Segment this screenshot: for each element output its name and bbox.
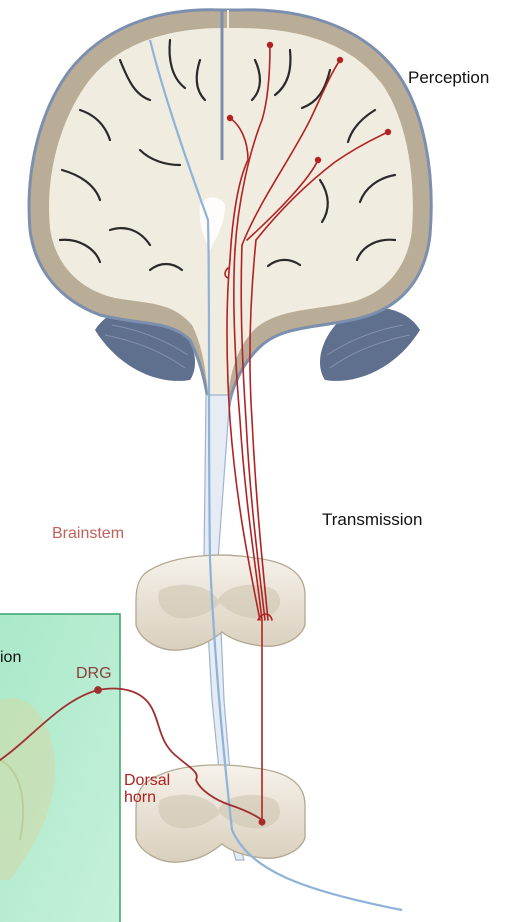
inset-partial-label: ion (0, 649, 21, 667)
brainstem-label: Brainstem (52, 525, 124, 543)
dorsal-horn-label-line2: horn (124, 789, 170, 806)
dorsal-horn-label-line1: Dorsal (124, 772, 170, 789)
dorsal-horn-label: Dorsal horn (124, 772, 170, 806)
drg-label: DRG (76, 665, 112, 683)
transmission-label: Transmission (322, 510, 422, 530)
perception-label: Perception (408, 68, 489, 88)
